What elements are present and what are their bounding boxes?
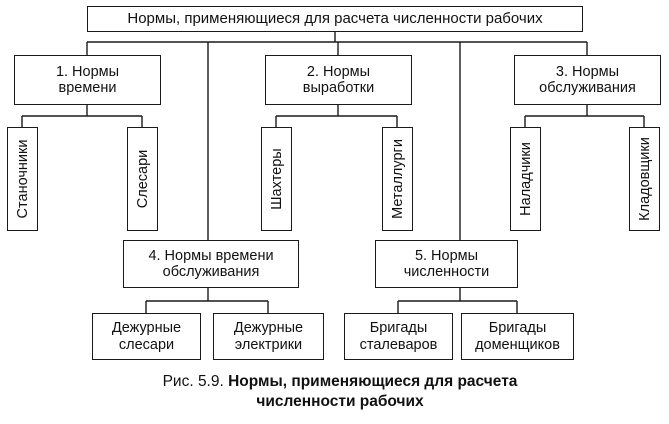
leaf-duty-electricians: Дежурные электрики	[213, 313, 324, 360]
node-time-norms: 1. Нормы времени	[14, 55, 161, 105]
leaf-blast-furnace-teams: Бригады доменщиков	[461, 313, 574, 360]
leaf-steelmaker-teams-line1: Бригады	[369, 320, 428, 337]
leaf-duty-electricians-line2: электрики	[234, 336, 303, 353]
leaf-duty-fitters-line1: Дежурные	[111, 320, 182, 337]
leaf-steelmaker-teams: Бригады сталеваров	[344, 313, 453, 360]
node-service-time-norms-line1: 4. Нормы времени	[148, 247, 274, 264]
leaf-blast-furnace-teams-line2: доменщиков	[475, 336, 560, 353]
leaf-duty-fitters-line2: слесари	[118, 336, 175, 353]
node-time-norms-line1: 1. Нормы	[55, 63, 120, 80]
leaf-duty-fitters: Дежурные слесари	[92, 313, 201, 360]
leaf-metallurgists: Металлурги	[382, 127, 413, 231]
leaf-fitters-label: Слесари	[134, 149, 151, 209]
node-output-norms: 2. Нормы выработки	[265, 55, 412, 105]
node-service-norms-line1: 3. Нормы	[555, 63, 620, 80]
caption-title-line2: численности рабочих	[256, 393, 424, 411]
node-time-norms-line2: времени	[58, 80, 117, 96]
leaf-storekeepers-label: Кладовщики	[636, 137, 653, 221]
leaf-miners: Шахтеры	[261, 127, 292, 231]
node-headcount-norms-line1: 5. Нормы	[414, 247, 479, 264]
node-service-time-norms-line2: обслуживания	[162, 264, 260, 280]
leaf-storekeepers: Кладовщики	[629, 127, 660, 231]
leaf-metallurgists-label: Металлурги	[389, 139, 406, 219]
leaf-machine-operators-label: Станочники	[14, 139, 31, 219]
leaf-duty-electricians-line1: Дежурные	[233, 320, 304, 337]
leaf-machine-operators: Станочники	[7, 127, 38, 231]
caption-title-line1: Нормы, применяющиеся для расчета	[228, 373, 518, 390]
root-node-label: Нормы, применяющиеся для расчета численн…	[127, 9, 543, 27]
leaf-fitters: Слесари	[127, 127, 158, 231]
node-service-time-norms: 4. Нормы времени обслуживания	[123, 240, 299, 288]
node-headcount-norms-line2: численности	[403, 264, 490, 280]
leaf-steelmaker-teams-line2: сталеваров	[359, 336, 438, 353]
leaf-miners-label: Шахтеры	[268, 148, 285, 210]
root-node: Нормы, применяющиеся для расчета численн…	[87, 6, 583, 32]
node-service-norms-line2: обслуживания	[539, 80, 636, 96]
leaf-adjusters-label: Наладчики	[517, 142, 534, 216]
leaf-blast-furnace-teams-line1: Бригады	[488, 320, 547, 337]
figure-caption: Рис. 5.9. Нормы, применяющиеся для расче…	[60, 372, 620, 412]
caption-number: Рис. 5.9.	[162, 373, 224, 390]
node-output-norms-line2: выработки	[302, 80, 375, 96]
node-output-norms-line1: 2. Нормы	[306, 63, 371, 80]
leaf-adjusters: Наладчики	[510, 127, 541, 231]
node-service-norms: 3. Нормы обслуживания	[514, 55, 661, 105]
node-headcount-norms: 5. Нормы численности	[375, 240, 518, 288]
